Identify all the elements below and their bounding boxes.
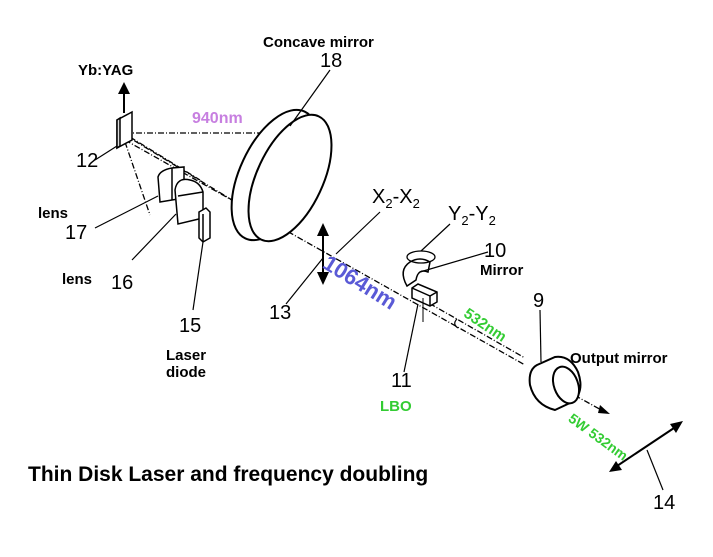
number-13: 13 <box>269 302 292 324</box>
leader-17 <box>94 195 159 229</box>
concave-mirror-shape <box>230 108 333 243</box>
yb-yag-label: Yb:YAG <box>78 62 134 79</box>
fundamental-beam <box>124 139 526 366</box>
x-axis-sub2: 2 <box>412 196 420 211</box>
laser-diode-label: Laser diode <box>166 347 206 381</box>
number-10: 10 <box>484 240 507 262</box>
leader-14 <box>646 449 664 491</box>
leader-16 <box>131 213 177 261</box>
diode-beam <box>129 136 201 181</box>
folding-mirror-label: Mirror <box>480 262 524 279</box>
second-harmonic-beam <box>419 297 526 359</box>
number-12: 12 <box>76 150 99 172</box>
y-axis-main: Y <box>448 203 462 225</box>
lens-16-shape <box>174 178 204 225</box>
output-mirror-label: Output mirror <box>570 350 668 367</box>
y-axis-sep: - <box>468 203 476 225</box>
lbo-label: LBO <box>380 398 412 415</box>
yb-yag-arrow-icon <box>118 82 130 113</box>
polarization-arrow-icon <box>317 223 329 285</box>
number-11: 11 <box>391 370 412 392</box>
number-15: 15 <box>179 315 202 337</box>
y2-axis-label: Y2-Y2 <box>448 203 496 228</box>
y-axis-sub: 2 <box>461 213 469 228</box>
leader-9 <box>539 309 542 363</box>
x-axis-sub: 2 <box>385 196 393 211</box>
y-axis-main2: Y <box>475 203 489 225</box>
number-18: 18 <box>320 50 343 72</box>
folding-mirror-shape <box>402 258 431 288</box>
output-beam <box>564 389 606 413</box>
number-17: 17 <box>65 222 88 244</box>
sh-marker <box>454 318 459 329</box>
laser-diode-label-line2: diode <box>166 364 206 381</box>
lbo-crystal-shape <box>411 283 438 307</box>
yb-yag-disk <box>116 110 133 150</box>
leader-10 <box>419 251 489 273</box>
output-arrowhead-icon <box>598 405 610 414</box>
lens-17-label: lens <box>38 205 69 222</box>
output-mirror-shape <box>528 355 582 412</box>
laser-diode-label-line1: Laser <box>166 347 207 364</box>
x-axis-sep: - <box>392 186 400 208</box>
concave-mirror-label: Concave mirror <box>263 34 374 51</box>
crystal-side-beam <box>124 141 151 216</box>
lens-16-label: lens <box>62 271 93 288</box>
y-axis-sub2: 2 <box>488 213 496 228</box>
number-16: 16 <box>111 272 134 294</box>
leader-12 <box>94 145 118 161</box>
diagram-title: Thin Disk Laser and frequency doubling <box>28 463 429 486</box>
x-axis-main: X <box>372 186 386 208</box>
leader-15 <box>192 241 204 311</box>
laser-diode-shape <box>198 207 211 243</box>
leader-13 <box>285 257 324 305</box>
leader-18 <box>289 69 331 127</box>
number-9: 9 <box>533 290 545 312</box>
number-14: 14 <box>653 492 676 514</box>
leader-11 <box>403 303 419 373</box>
leader-x2 <box>335 211 381 255</box>
leader-y2 <box>420 223 451 252</box>
x2-axis-label: X2-X2 <box>372 186 420 211</box>
pump-wavelength-label: 940nm <box>192 110 243 127</box>
x-axis-main2: X <box>399 186 413 208</box>
output-polarization-arrow-icon <box>609 421 683 472</box>
